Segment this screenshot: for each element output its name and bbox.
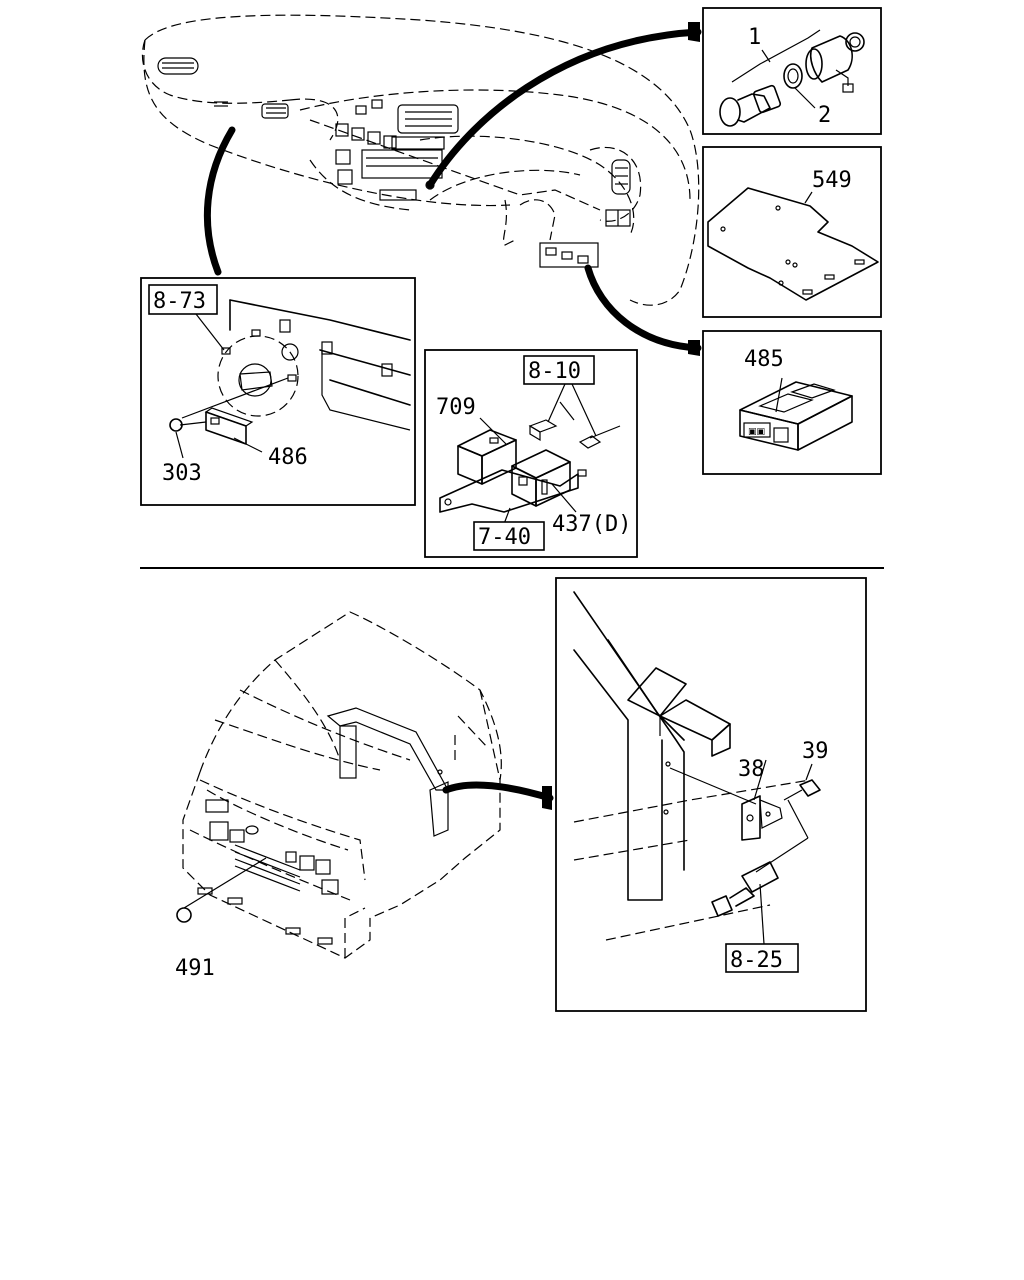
leader-to-cigar-lighter bbox=[426, 28, 702, 189]
detail-box-8-73: 8-73 303 486 bbox=[140, 277, 416, 506]
detail-box-485: ▣▣ 485 bbox=[702, 330, 882, 475]
svg-text:▣▣: ▣▣ bbox=[748, 427, 765, 437]
callout-part-39: 39 bbox=[802, 739, 829, 764]
callout-part-709: 709 bbox=[436, 395, 476, 420]
callout-ref-8-25: 8-25 bbox=[730, 948, 783, 973]
leader-to-glovebox-detail bbox=[203, 126, 236, 276]
detail-box-pillar-switch: 39 38 8-25 bbox=[555, 577, 867, 1012]
callout-ref-7-40: 7-40 bbox=[478, 525, 531, 550]
callout-part-549: 549 bbox=[812, 168, 852, 193]
leader-to-pillar-detail bbox=[442, 781, 554, 802]
callout-part-437d: 437(D) bbox=[552, 512, 631, 537]
detail-box-549: 549 bbox=[702, 146, 882, 318]
callout-ref-8-10: 8-10 bbox=[528, 359, 581, 384]
callout-part-2: 2 bbox=[818, 103, 831, 128]
callout-ref-8-73: 8-73 bbox=[153, 289, 206, 314]
callout-part-38: 38 bbox=[738, 757, 765, 782]
callout-part-1: 1 bbox=[748, 25, 761, 50]
callout-part-486: 486 bbox=[268, 445, 308, 470]
detail-box-relays: 8-10 709 7-40 437(D) bbox=[424, 349, 638, 558]
callout-part-303: 303 bbox=[162, 461, 202, 486]
callout-part-491: 491 bbox=[175, 956, 215, 981]
truck-cab-illustration: 491 bbox=[175, 611, 502, 981]
leader-to-module-485 bbox=[584, 264, 702, 352]
callout-part-485: 485 bbox=[744, 347, 784, 372]
dashboard-illustration bbox=[141, 14, 700, 306]
detail-box-lighter: 1 2 bbox=[702, 7, 882, 135]
